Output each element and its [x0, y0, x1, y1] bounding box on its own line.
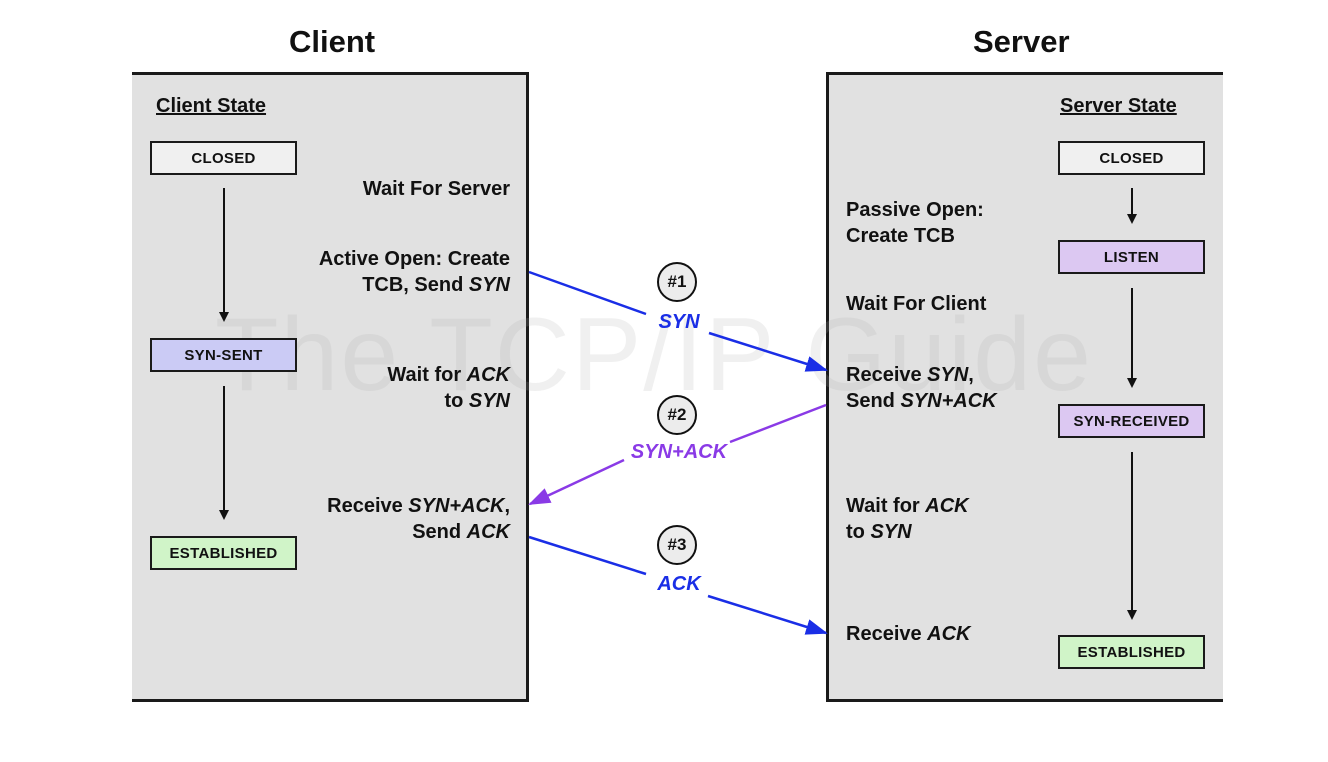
client-active-open-line2-text: TCB, Send [362, 274, 469, 296]
server-receive-ack-text: Receive [846, 623, 928, 645]
msg3-number-badge: #3 [657, 525, 697, 565]
server-wait-ack-line2-text: to [846, 521, 871, 543]
client-state-syn-sent: SYN-SENT [150, 338, 297, 372]
server-receive-syn-line2-em: SYN+ACK [900, 390, 997, 412]
server-receive-syn-line1-suffix: , [968, 364, 974, 386]
msg1-line-start [528, 270, 647, 316]
msg3-line-end [707, 594, 828, 635]
server-passive-open-line2: Create TCB [846, 225, 955, 247]
client-active-open: Active Open: Create TCB, Send SYN [319, 246, 510, 298]
server-wait-ack: Wait for ACK to SYN [846, 493, 969, 545]
client-wait-ack-line2-text: to [444, 390, 469, 412]
server-title: Server [973, 24, 1070, 59]
server-passive-open: Passive Open: Create TCB [846, 197, 984, 249]
server-passive-open-line1: Passive Open: [846, 199, 984, 221]
client-wait-ack-line2-em: SYN [468, 390, 510, 412]
server-panel [826, 72, 1223, 702]
client-receive-synack-line1-text: Receive [327, 495, 409, 517]
client-wait-ack-line1-em: ACK [466, 364, 510, 386]
msg2-label: SYN+ACK [630, 441, 728, 463]
client-active-open-line2-em: SYN [468, 274, 510, 296]
client-receive-synack-line1-em: SYN+ACK [408, 495, 505, 517]
server-state-closed: CLOSED [1058, 141, 1205, 175]
server-state-established: ESTABLISHED [1058, 635, 1205, 669]
server-state-syn-received: SYN-RECEIVED [1058, 404, 1205, 438]
server-state-heading: Server State [1060, 95, 1177, 117]
server-receive-syn: Receive SYN, Send SYN+ACK [846, 362, 997, 414]
client-state-closed: CLOSED [150, 141, 297, 175]
client-wait-for-server: Wait For Server [362, 178, 510, 200]
msg2-number-badge: #2 [657, 395, 697, 435]
msg3-line-start [528, 535, 647, 576]
client-state-established: ESTABLISHED [150, 536, 297, 570]
msg2-line-end [528, 458, 625, 506]
server-receive-syn-line1-text: Receive [846, 364, 928, 386]
client-title: Client [289, 24, 376, 59]
msg1-line-end [708, 331, 828, 372]
msg2-line-start [729, 403, 827, 444]
msg1-number-badge: #1 [657, 262, 697, 302]
client-receive-synack-line2-em: ACK [466, 521, 510, 543]
server-receive-syn-line1-em: SYN [927, 364, 969, 386]
server-wait-ack-line1-em: ACK [925, 495, 969, 517]
client-receive-synack-line2-text: Send [412, 521, 467, 543]
client-receive-synack: Receive SYN+ACK, Send ACK [327, 493, 510, 545]
client-wait-ack: Wait for ACK to SYN [387, 362, 510, 414]
server-receive-ack-em: ACK [927, 623, 971, 645]
server-receive-ack: Receive ACK [846, 621, 971, 647]
client-active-open-line1: Active Open: Create [318, 248, 510, 270]
client-state-heading: Client State [156, 95, 267, 117]
client-receive-synack-line1-suffix: , [504, 495, 510, 517]
msg3-label: ACK [657, 573, 701, 595]
client-wait-ack-line1-text: Wait for [387, 364, 467, 386]
server-receive-syn-line2-text: Send [846, 390, 901, 412]
msg1-label: SYN [658, 311, 700, 333]
server-wait-for-client: Wait For Client [846, 293, 987, 315]
server-state-listen: LISTEN [1058, 240, 1205, 274]
client-panel [132, 72, 529, 702]
server-wait-ack-line1-text: Wait for [846, 495, 926, 517]
server-wait-ack-line2-em: SYN [870, 521, 912, 543]
